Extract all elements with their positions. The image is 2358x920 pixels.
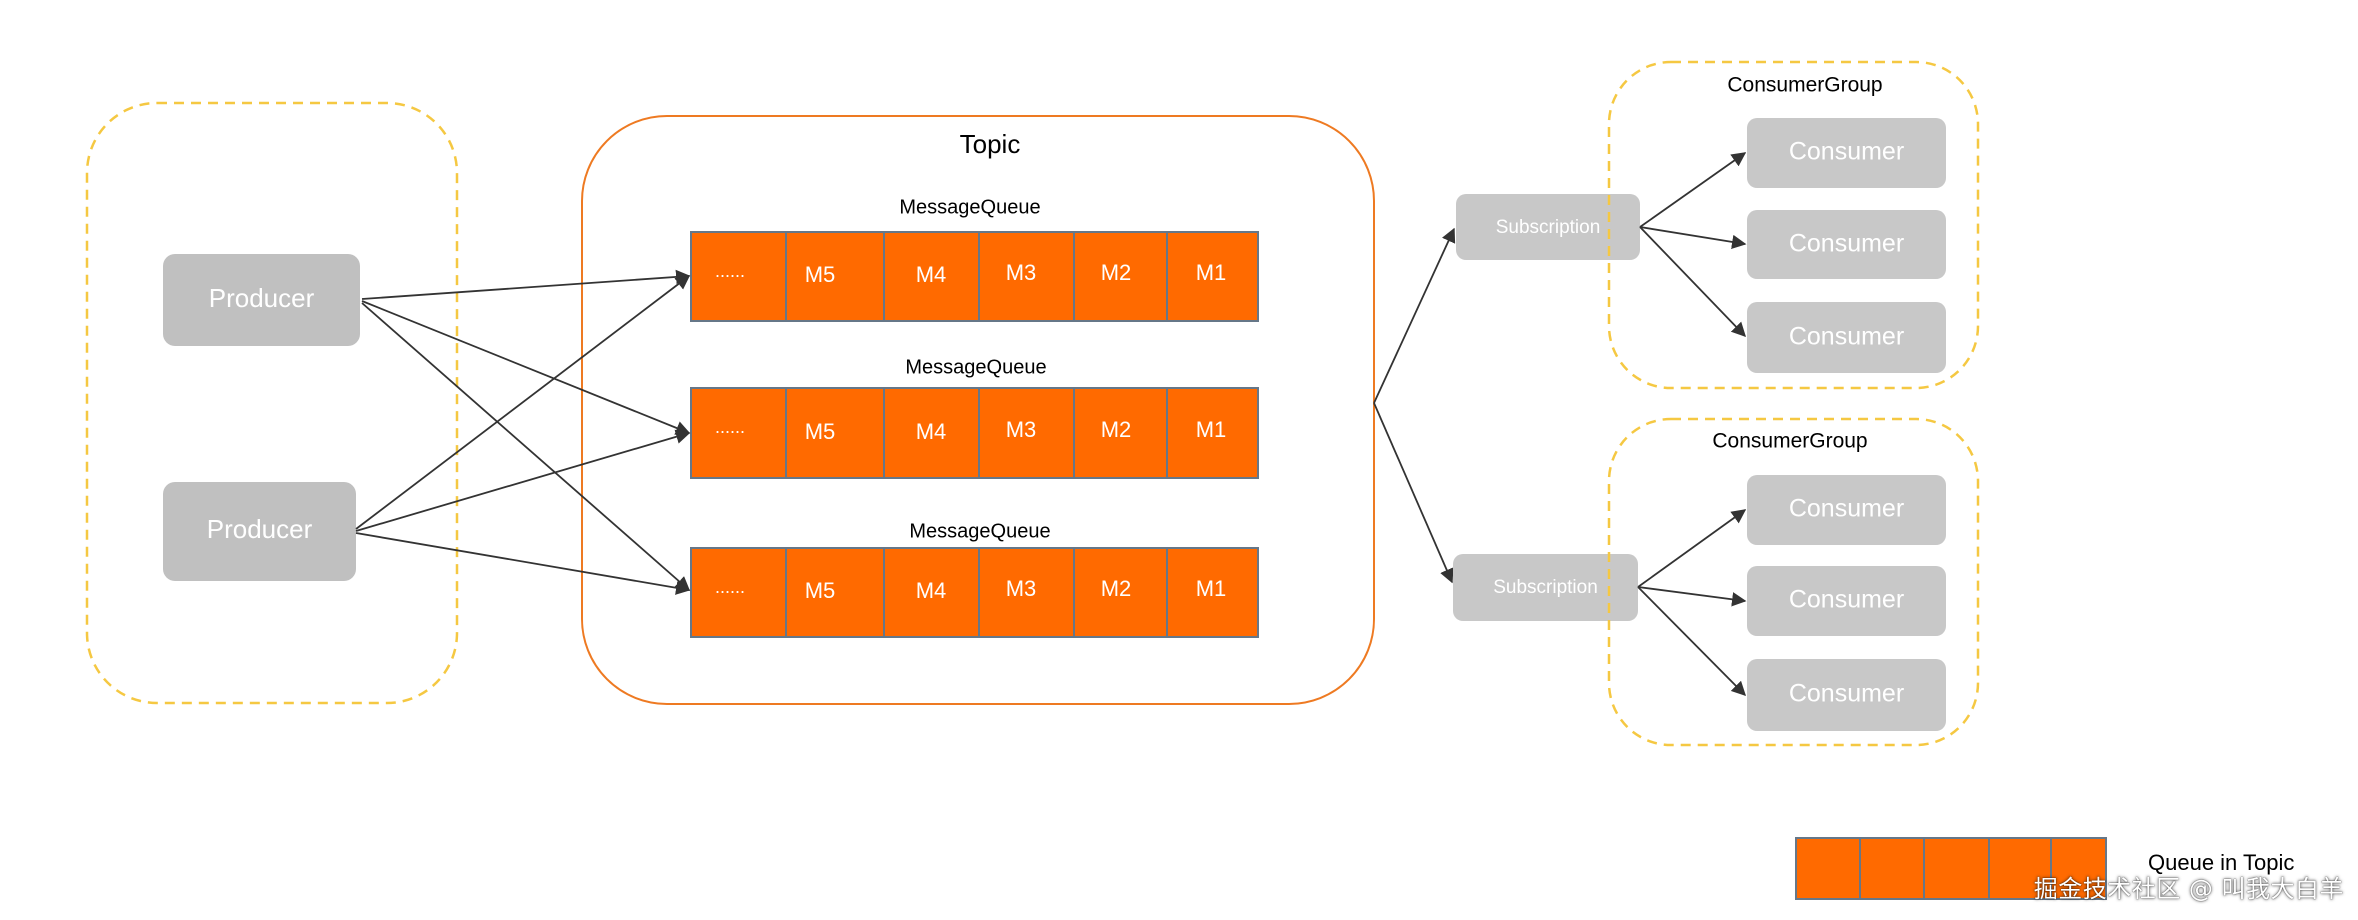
queue-cell-label: M4 (916, 262, 947, 287)
queue-cell (978, 231, 1075, 322)
legend-label: Queue in Topic (2148, 850, 2294, 875)
watermark-text: 掘金技术社区 @ 叫我大白羊 (2033, 875, 2344, 903)
arrow-producer1-to-queue1 (361, 269, 691, 300)
queue-cell-label: M2 (1101, 576, 1132, 601)
queue-title-3: MessageQueue (909, 520, 1050, 542)
queue-cell-label: M4 (916, 578, 947, 603)
subscription-label-1: Subscription (1496, 217, 1601, 238)
queue-cell-label: M5 (805, 419, 836, 444)
queue-title-2: MessageQueue (905, 356, 1046, 378)
arrow-subscription2-to-consumer1 (1637, 509, 1747, 588)
arrow-subscription2-to-consumer2 (1637, 586, 1747, 607)
subscription-box-1[interactable]: Subscription (1456, 194, 1640, 260)
consumer-group-title-1: ConsumerGroup (1727, 74, 1882, 97)
arrow-producer2-to-queue2 (355, 429, 691, 532)
queue-cell (1073, 547, 1168, 638)
consumer-box[interactable]: Consumer (1747, 210, 1946, 279)
producer-label-1: Producer (209, 283, 315, 313)
message-queue-1: ...... M5 M4 M3 M2 M1 (690, 231, 1259, 322)
topic-container (581, 115, 1375, 705)
consumer-box[interactable]: Consumer (1747, 566, 1946, 636)
topic-title: Topic (960, 129, 1021, 159)
queue-cell (883, 387, 980, 479)
producer-group-container (85, 101, 459, 705)
legend-cell (1859, 837, 1925, 900)
queue-cell-label: M4 (916, 419, 947, 444)
queue-cell-label: M3 (1006, 417, 1037, 442)
queue-cell-label: M2 (1101, 417, 1132, 442)
consumer-group-container-2 (1607, 417, 1980, 747)
subscription-box-2[interactable]: Subscription (1453, 554, 1638, 621)
consumer-box[interactable]: Consumer (1747, 118, 1946, 188)
queue-cell (690, 387, 787, 479)
queue-cell (785, 547, 885, 638)
consumer-label: Consumer (1789, 680, 1904, 708)
queue-cell (883, 231, 980, 322)
consumer-group-title-2: ConsumerGroup (1712, 430, 1867, 453)
subscription-label-2: Subscription (1493, 577, 1598, 598)
queue-cell-label: M3 (1006, 260, 1037, 285)
arrow-producer1-to-queue3 (361, 302, 691, 591)
consumer-box[interactable]: Consumer (1747, 302, 1946, 373)
legend-cell (1923, 837, 1990, 900)
queue-cell-label: ...... (715, 577, 745, 597)
arrow-subscription1-to-consumer3 (1639, 226, 1746, 338)
queue-cell-label: ...... (715, 261, 745, 281)
queue-cell-label: M1 (1196, 576, 1227, 601)
consumer-label: Consumer (1789, 138, 1904, 166)
queue-cell-label: M2 (1101, 260, 1132, 285)
queue-cell-label: M5 (805, 262, 836, 287)
arrow-subscription2-to-consumer3 (1637, 586, 1747, 697)
queue-cell-label: M1 (1196, 417, 1227, 442)
queue-cell (1166, 231, 1259, 322)
arrow-producer2-to-queue1 (355, 275, 691, 530)
consumer-group-container-1 (1607, 60, 1980, 390)
queue-title-1: MessageQueue (899, 196, 1040, 218)
queue-cell (978, 547, 1075, 638)
legend-queue (1795, 837, 2107, 900)
message-queue-2: ...... M5 M4 M3 M2 M1 (690, 387, 1259, 479)
queue-cell (1166, 387, 1259, 479)
producer-box-2[interactable]: Producer (163, 482, 356, 581)
legend-cell (1988, 837, 2052, 900)
arrow-subscription1-to-consumer2 (1639, 226, 1747, 250)
legend-cell (2050, 837, 2107, 900)
consumer-label: Consumer (1789, 586, 1904, 614)
consumer-label: Consumer (1789, 230, 1904, 258)
queue-cell (1166, 547, 1259, 638)
queue-cell (1073, 387, 1168, 479)
consumer-box[interactable]: Consumer (1747, 659, 1946, 731)
queue-cell-label: M5 (805, 578, 836, 603)
queue-cell-label: M3 (1006, 576, 1037, 601)
arrow-topic-to-subscription2 (1373, 402, 1454, 584)
arrow-topic-to-subscription1 (1373, 227, 1456, 404)
legend-cell (1795, 837, 1861, 900)
producer-label-2: Producer (207, 514, 313, 544)
queue-cell-label: ...... (715, 417, 745, 437)
consumer-label: Consumer (1789, 495, 1904, 523)
arrow-producer1-to-queue2 (361, 300, 691, 435)
arrow-subscription1-to-consumer1 (1639, 152, 1747, 228)
consumer-box[interactable]: Consumer (1747, 475, 1946, 545)
queue-cell-label: M1 (1196, 260, 1227, 285)
arrow-producer2-to-queue3 (355, 532, 691, 595)
message-queue-3: ...... M5 M4 M3 M2 M1 (690, 547, 1259, 638)
queue-cell (785, 387, 885, 479)
queue-cell (1073, 231, 1168, 322)
producer-box-1[interactable]: Producer (163, 254, 360, 346)
queue-cell (978, 387, 1075, 479)
consumer-label: Consumer (1789, 323, 1904, 351)
queue-cell (690, 231, 787, 322)
